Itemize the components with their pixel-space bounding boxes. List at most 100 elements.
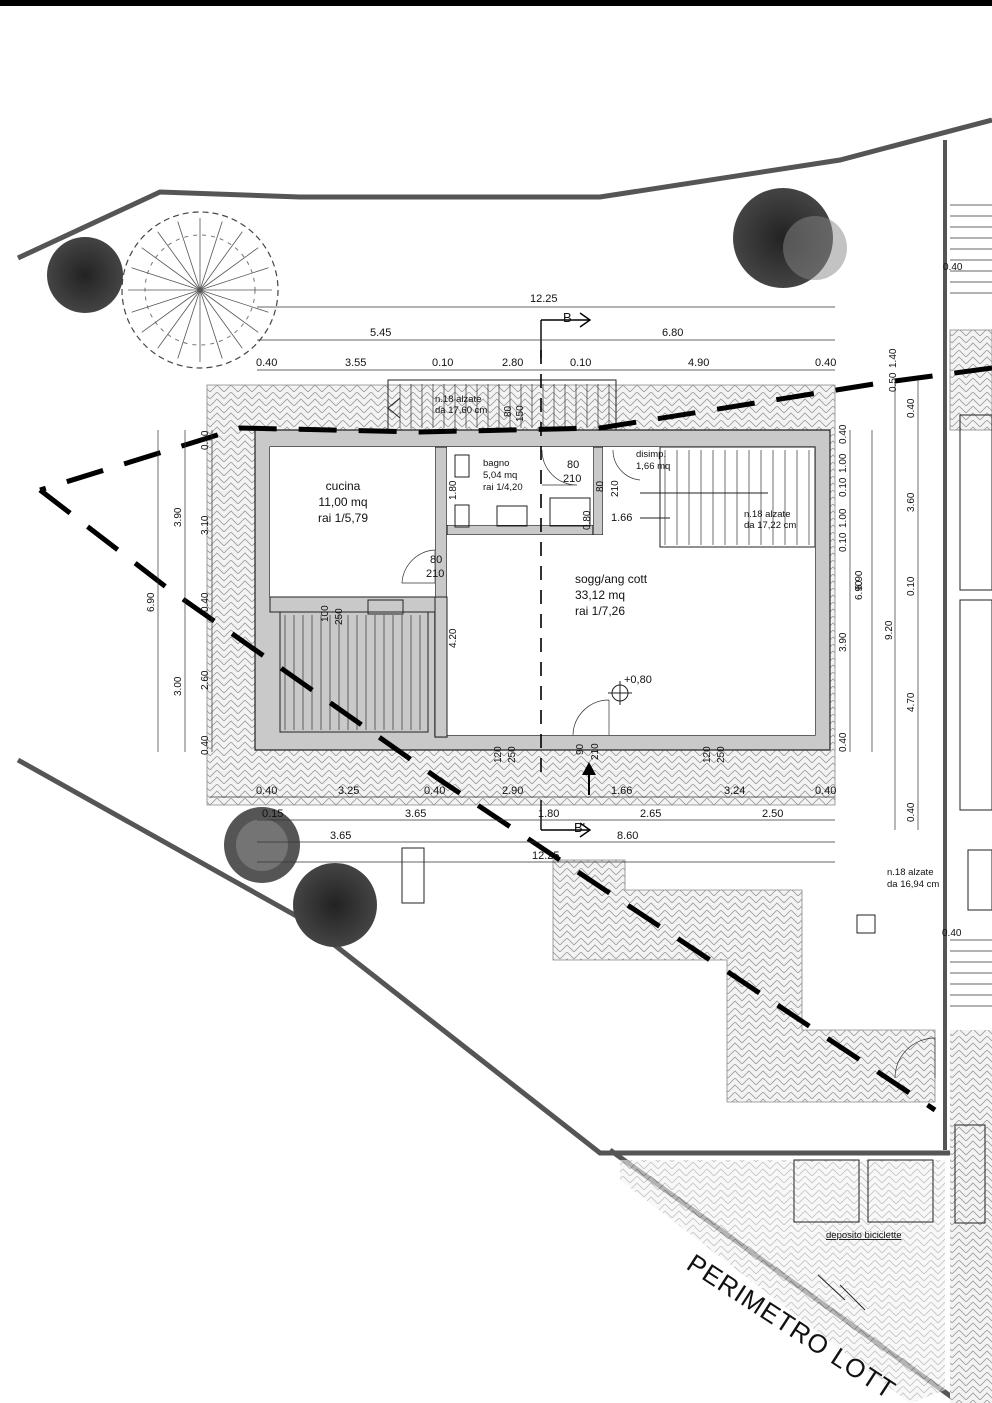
dim-left-b: 3.00	[173, 676, 184, 696]
hall-name: disimp.	[636, 449, 666, 460]
dim-right-c4: 3.60	[906, 492, 917, 512]
dim-left-c2: 3.10	[200, 515, 211, 535]
hall-width: 1.66	[611, 512, 632, 524]
utility-box	[856, 914, 876, 934]
stair-right-height: da 16,94 cm	[887, 879, 939, 890]
door-kitchen-width: 80	[430, 554, 442, 566]
tree-icon	[47, 188, 847, 947]
dim-top-left: 5.45	[370, 327, 391, 339]
dim-right-total: 9.20	[884, 620, 895, 640]
win-stair-b: 250	[334, 608, 345, 625]
dim-left-c5: 0.40	[200, 735, 211, 755]
stair-inner	[640, 446, 816, 548]
dim-top-total: 12.25	[530, 293, 558, 305]
dim-right-c8: 0.40	[943, 262, 963, 273]
win-bath-b: 150	[515, 405, 526, 422]
dim-top-s3: 0.10	[432, 357, 453, 369]
door-swings	[401, 449, 936, 1079]
win-s2-b: 250	[716, 746, 727, 763]
site-boundary-left	[16, 757, 950, 1156]
dim-bottom-r2e: 2.50	[762, 808, 783, 820]
stair-right-risers: n.18 alzate	[887, 867, 933, 878]
bike-racks	[793, 1124, 986, 1311]
dim-right-b2: 3.90	[838, 632, 849, 652]
dim-top-s4: 2.80	[502, 357, 523, 369]
living-area: 33,12 mq	[575, 588, 625, 602]
dim-right-c5: 0.10	[906, 576, 917, 596]
door-bath-width: 80	[567, 459, 579, 471]
stair-right	[950, 204, 992, 1007]
dim-right-c7: 0.40	[906, 802, 917, 822]
dim-bottom-r1b: 3.25	[338, 785, 359, 797]
dim-bottom-r1c: 0.40	[424, 785, 445, 797]
kitchen-height: 4.20	[448, 628, 459, 648]
door-hall-width: 80	[595, 480, 606, 492]
stair-inner-height: da 17,22 cm	[744, 520, 796, 531]
dim-bottom-r1e: 1.66	[611, 785, 632, 797]
dim-right-c10: 0.40	[838, 732, 849, 752]
dim-right-c9: 0.40	[942, 928, 962, 939]
section-mark-b-prime: B'	[574, 820, 585, 835]
bath-area: 5,04 mq	[483, 470, 517, 481]
door-kitchen-height: 210	[426, 568, 444, 580]
win-bath-a: 80	[503, 405, 514, 417]
door-main-b: 210	[590, 743, 601, 760]
door-hall-height: 210	[610, 480, 621, 497]
dim-right-c6: 4.70	[906, 692, 917, 712]
dim-bottom-r2c: 1.80	[538, 808, 559, 820]
door-main-a: 90	[575, 743, 586, 755]
dim-top-s5: 0.10	[570, 357, 591, 369]
bench	[401, 847, 425, 904]
dim-right-a4: 1.00	[838, 508, 849, 528]
dim-right-c3: 0.40	[906, 398, 917, 418]
win-s2-a: 120	[702, 746, 713, 763]
dim-right-c2: 0.50	[888, 372, 899, 392]
bath-ratio: rai 1/4,20	[483, 482, 523, 493]
dim-top-s6: 4.90	[688, 357, 709, 369]
dim-right-b1: 6.90	[854, 580, 865, 600]
dim-right-a5: 0.10	[838, 532, 849, 552]
dim-bottom-r4: 12.25	[532, 850, 560, 862]
entrance-arrow-icon	[582, 762, 596, 795]
dim-bottom-r2b: 3.65	[405, 808, 426, 820]
dim-right-a3: 0.10	[838, 477, 849, 497]
dim-left-c4: 2.60	[200, 670, 211, 690]
dim-right-c1: 1.40	[888, 348, 899, 368]
living-name: sogg/ang cott	[575, 572, 648, 586]
level-mark: +0,80	[624, 674, 652, 686]
dim-right-a2: 1.00	[838, 453, 849, 473]
level-mark-icon	[608, 681, 632, 705]
dim-bottom-r1f: 3.24	[724, 785, 745, 797]
dim-bottom-r3a: 3.65	[330, 830, 351, 842]
dim-bottom-r1g: 0.40	[815, 785, 836, 797]
stair-top-height: da 17,60 cm	[435, 405, 487, 416]
dim-right-b3: 6.90	[854, 570, 865, 590]
stair-top	[387, 379, 617, 431]
bath-wall: 1.80	[448, 480, 459, 500]
building-walls	[254, 429, 831, 751]
dim-bottom-r3b: 8.60	[617, 830, 638, 842]
storage-name: deposito biciclette	[826, 1230, 902, 1241]
win-s1-b: 250	[507, 746, 518, 763]
dim-left-a: 3.90	[173, 507, 184, 527]
dim-top-right: 6.80	[662, 327, 683, 339]
dim-right-a1: 0.40	[838, 424, 849, 444]
dim-bottom-r2d: 2.65	[640, 808, 661, 820]
dim-left-total: 6.90	[146, 592, 157, 612]
dim-top-s2: 3.55	[345, 357, 366, 369]
kitchen-area: 11,00 mq	[318, 495, 367, 509]
door-bath-height: 210	[563, 473, 581, 485]
bath-name: bagno	[483, 458, 509, 469]
section-mark-b: B	[563, 310, 572, 325]
section-line	[38, 312, 992, 1113]
win-s1-a: 120	[493, 746, 504, 763]
dim-left-c3: 0.40	[200, 592, 211, 612]
dim-bottom-r1a: 0.40	[256, 785, 277, 797]
living-ratio: rai 1/7,26	[575, 604, 625, 618]
dim-top-s1: 0.40	[256, 357, 277, 369]
stair-top-risers: n.18 alzate	[435, 394, 481, 405]
dim-bottom-r2a: 0.15	[262, 808, 283, 820]
dim-left-c1: 0.40	[200, 430, 211, 450]
bath-niche: 0.80	[582, 510, 593, 530]
